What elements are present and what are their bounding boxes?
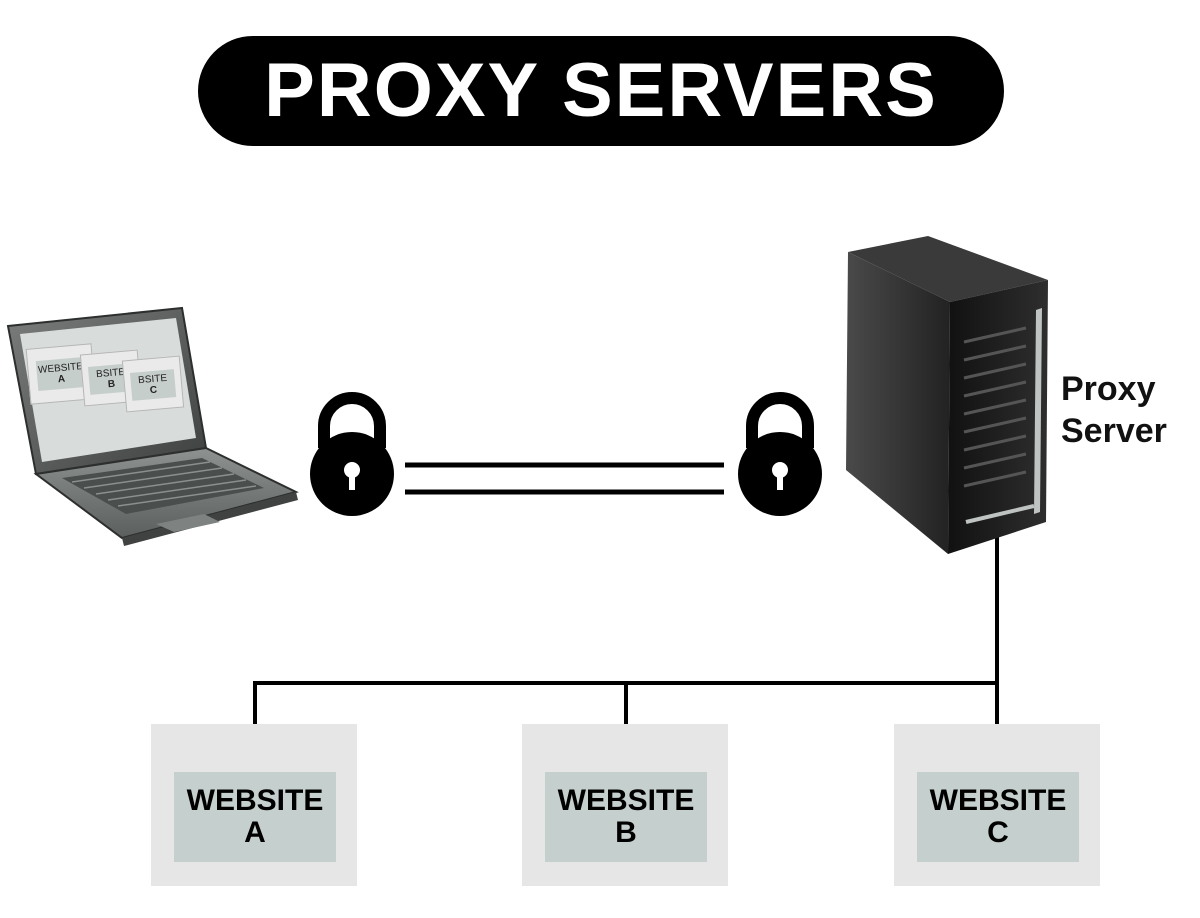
website-word: WEBSITE xyxy=(929,784,1067,817)
proxy-label-line1: Proxy xyxy=(1061,370,1156,408)
laptop-screen-site-c: BSITE C xyxy=(121,355,185,413)
page-title: PROXY SERVERS xyxy=(264,48,938,133)
website-card-a: WEBSITE A xyxy=(151,724,357,886)
website-word: WEBSITE xyxy=(557,784,695,817)
mini-site-letter: C xyxy=(149,384,158,397)
website-letter: C xyxy=(987,816,1009,849)
proxy-server-label: Proxy Server xyxy=(1061,368,1167,452)
mini-site-letter: A xyxy=(57,373,66,386)
website-card-inner: WEBSITE A xyxy=(174,772,336,862)
website-word: WEBSITE xyxy=(186,784,324,817)
mini-site-letter: B xyxy=(107,378,116,391)
website-card-b: WEBSITE B xyxy=(522,724,728,886)
padlock-icon-right xyxy=(738,392,822,516)
website-card-inner: WEBSITE B xyxy=(545,772,707,862)
website-card-inner: WEBSITE C xyxy=(917,772,1079,862)
website-letter: B xyxy=(615,816,637,849)
title-banner: PROXY SERVERS xyxy=(198,36,1004,146)
website-letter: A xyxy=(244,816,266,849)
laptop-icon xyxy=(6,306,299,546)
proxy-label-line2: Server xyxy=(1061,412,1167,450)
website-card-c: WEBSITE C xyxy=(894,724,1100,886)
padlock-icon-left xyxy=(310,392,394,516)
server-tower-icon xyxy=(846,236,1048,554)
